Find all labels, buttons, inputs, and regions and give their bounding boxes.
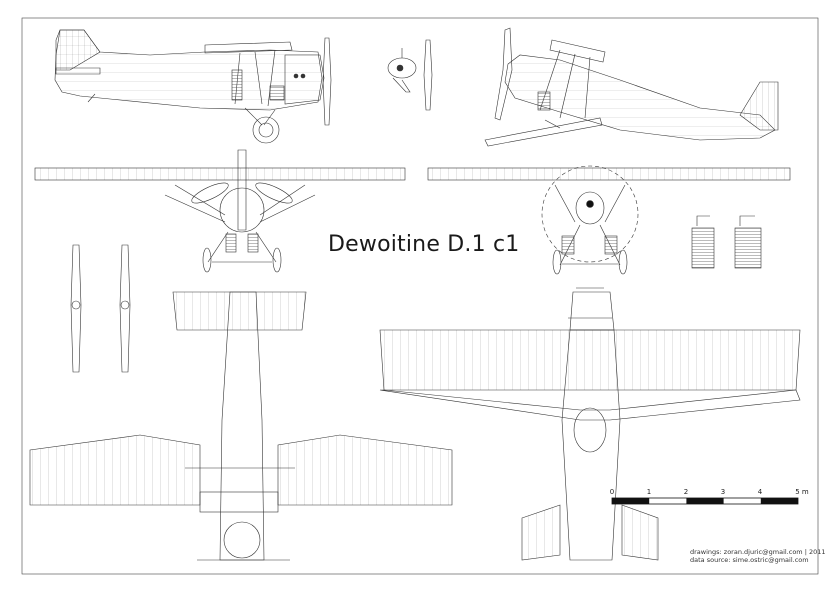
scale-tick-label-0: 0 xyxy=(609,488,615,496)
sheet-border xyxy=(21,17,819,575)
side-view-right xyxy=(484,27,779,147)
propeller-details xyxy=(70,244,131,373)
scale-bar xyxy=(611,497,799,505)
scale-tick-label-3: 3 xyxy=(720,488,726,496)
scale-tick-label-1: 1 xyxy=(646,488,652,496)
radiator-details xyxy=(691,215,762,269)
credits-drawings: drawings: zoran.djuric@gmail.com | 2011 xyxy=(690,548,826,556)
plan-view-left xyxy=(29,291,453,561)
scale-tick-label-2: 2 xyxy=(683,488,689,496)
side-view-left xyxy=(54,29,332,144)
front-view-left-wing xyxy=(34,149,406,273)
front-view-small xyxy=(387,39,433,111)
scale-tick-label-4: 4 xyxy=(757,488,763,496)
front-view-right-wing xyxy=(427,165,791,275)
plan-view-right xyxy=(379,287,801,561)
credits-data-source: data source: sime.ostric@gmail.com xyxy=(690,556,809,564)
credits-block: drawings: zoran.djuric@gmail.com | 2011 … xyxy=(690,548,826,564)
scale-tick-label-5: 5 m xyxy=(795,488,809,496)
drawing-title: Dewoitine D.1 c1 xyxy=(328,232,520,257)
